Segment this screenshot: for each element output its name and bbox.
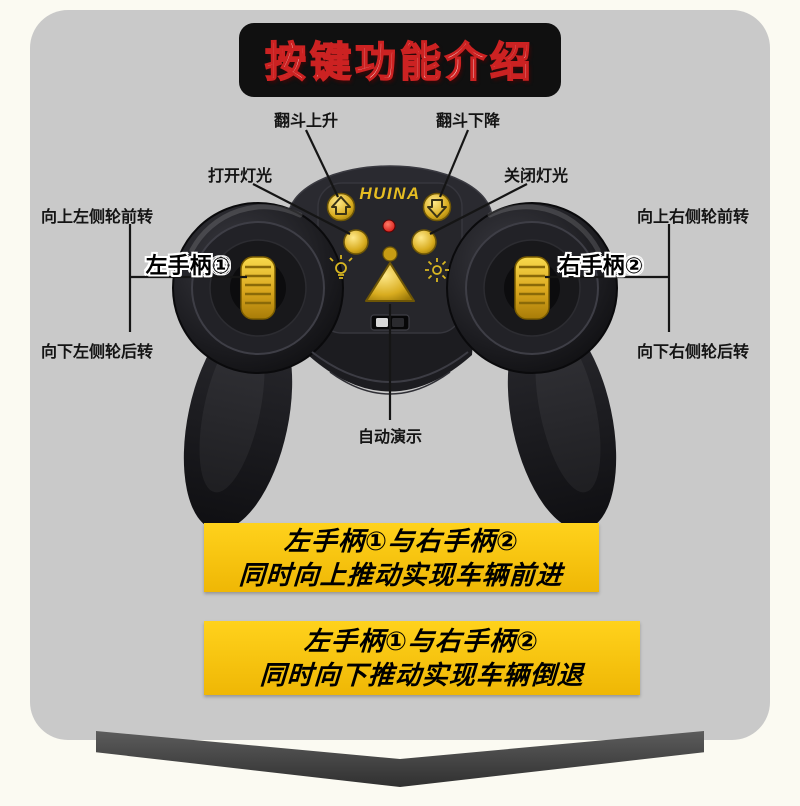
- banner-backward-line2: 同时向下推动实现车辆倒退: [259, 660, 585, 690]
- center-knob: [382, 246, 398, 262]
- title-banner: 按键功能介绍: [239, 23, 561, 97]
- gear-icon: [425, 258, 449, 282]
- callout-light-on: 打开灯光: [207, 168, 273, 185]
- banner-forward: 左手柄①与右手柄② 同时向上推动实现车辆前进: [204, 523, 599, 592]
- callout-line-dump-down: [438, 129, 470, 198]
- callout-dump-down: 翻斗下降: [435, 113, 501, 130]
- left-stick: [230, 256, 286, 320]
- callout-line-light-off: [429, 183, 528, 235]
- banner-forward-line1: 左手柄①与右手柄②: [283, 525, 520, 556]
- callout-light-off: 关闭灯光: [503, 168, 569, 185]
- huina-logo: HUINA: [359, 184, 420, 203]
- demo-triangle-button: [365, 262, 415, 302]
- callout-left-wheel-down: 向下左侧轮后转: [40, 344, 154, 361]
- banner-forward-line2: 同时向上推动实现车辆前进: [238, 559, 565, 590]
- banner-backward-line1: 左手柄①与右手柄②: [303, 626, 541, 656]
- dump-up-button: [326, 192, 356, 222]
- callout-left-wheel-up: 向上左侧轮前转: [40, 209, 154, 226]
- down-arrow-icon: [427, 199, 447, 218]
- callout-right-wheel-up: 向上右侧轮前转: [636, 209, 750, 226]
- right-stick: [504, 256, 560, 320]
- callout-lines: [128, 129, 671, 420]
- power-led: [382, 219, 396, 233]
- callout-auto-demo: 自动演示: [357, 429, 423, 446]
- left-handle-label: 左手柄①: [145, 253, 231, 278]
- callout-right-wheel-down: 向下右侧轮后转: [636, 344, 750, 361]
- dump-down-button: [422, 192, 452, 222]
- callout-line-dump-up: [305, 129, 339, 198]
- callout-line-light-on: [252, 183, 351, 235]
- light-off-button: [411, 229, 437, 255]
- right-handle-label: 右手柄②: [558, 253, 644, 278]
- light-on-button: [343, 229, 369, 255]
- callout-dump-up: 翻斗上升: [273, 113, 339, 130]
- banner-backward: 左手柄①与右手柄② 同时向下推动实现车辆倒退: [204, 621, 640, 695]
- bulb-icon: [329, 255, 353, 279]
- page-title: 按键功能介绍: [264, 38, 535, 86]
- up-arrow-icon: [331, 196, 351, 215]
